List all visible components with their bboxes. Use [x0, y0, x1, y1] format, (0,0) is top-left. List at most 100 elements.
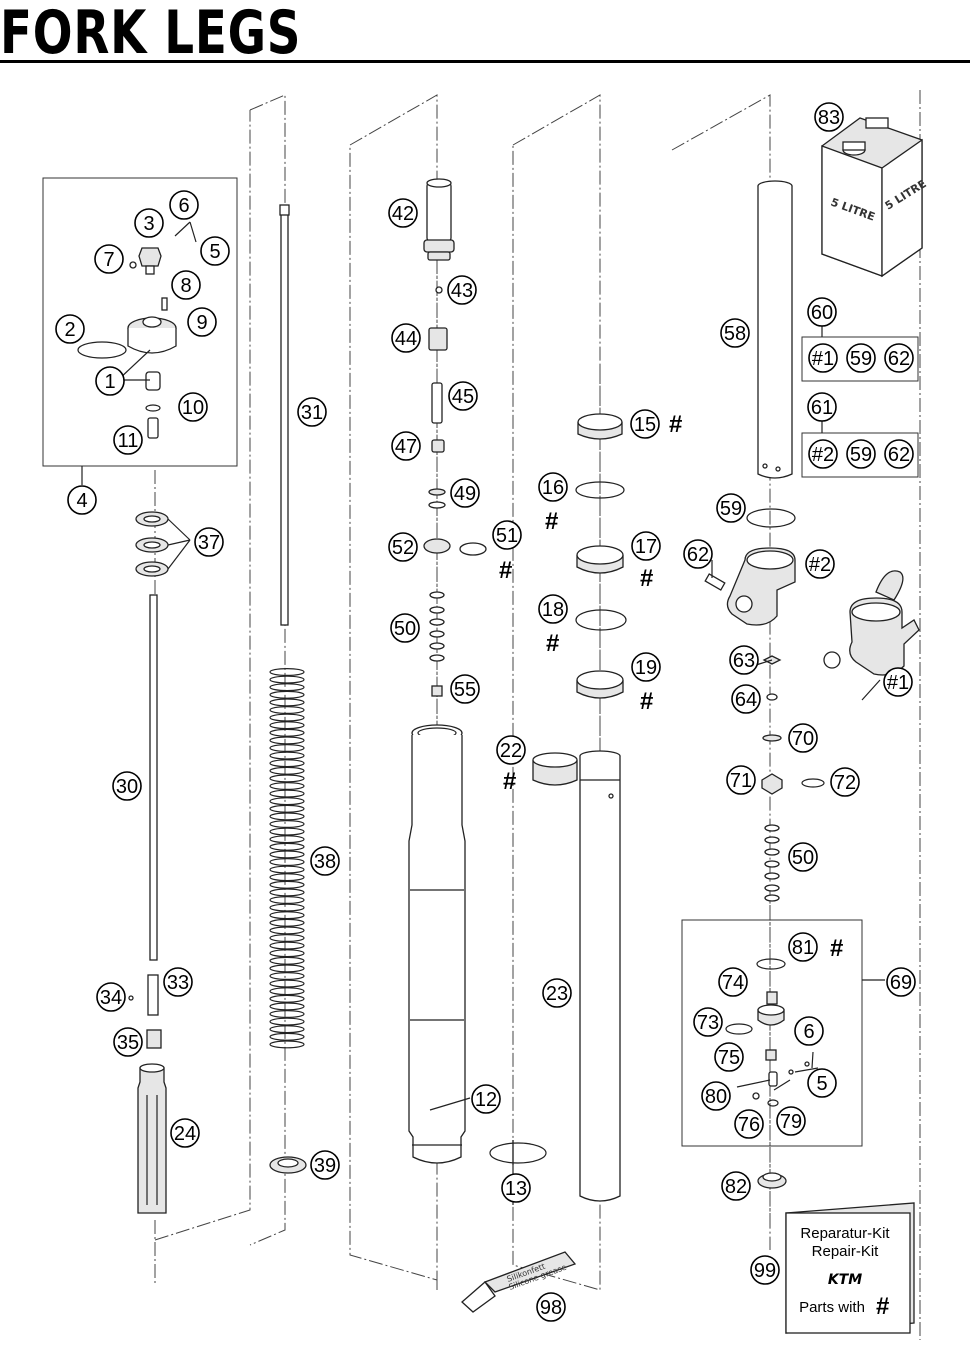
callout-58[interactable]: 58 [720, 318, 750, 348]
callout-16[interactable]: 16 [538, 472, 568, 502]
callout-13[interactable]: 13 [501, 1173, 531, 1203]
callout-80[interactable]: 80 [701, 1081, 731, 1111]
callout-75[interactable]: 75 [714, 1042, 744, 1072]
callout-1[interactable]: 1 [95, 366, 125, 396]
callout-59[interactable]: 59 [846, 343, 876, 373]
callout-number: 64 [735, 689, 757, 711]
callout-55[interactable]: 55 [450, 674, 480, 704]
callout-9[interactable]: 9 [187, 307, 217, 337]
callout-number: 5 [816, 1073, 827, 1095]
callout-44[interactable]: 44 [391, 323, 421, 353]
callout-23[interactable]: 23 [542, 978, 572, 1008]
spring-coil [269, 1002, 305, 1011]
callout-64[interactable]: 64 [731, 684, 761, 714]
callout-number: 75 [718, 1047, 740, 1069]
callout-12[interactable]: 12 [471, 1084, 501, 1114]
spring-coil [269, 994, 305, 1003]
callout-4[interactable]: 4 [67, 485, 97, 515]
callout-number: 59 [850, 348, 872, 370]
callout-kit-2[interactable]: #2 [808, 439, 838, 469]
spring-coil [269, 971, 305, 980]
callout-35[interactable]: 35 [113, 1027, 143, 1057]
callout-99[interactable]: 99 [750, 1255, 780, 1285]
spring-coil [269, 675, 305, 684]
callout-number: 60 [811, 302, 833, 324]
callout-59[interactable]: 59 [846, 439, 876, 469]
callout-69[interactable]: 69 [886, 967, 916, 997]
callout-18[interactable]: 18 [538, 594, 568, 624]
callout-76[interactable]: 76 [734, 1109, 764, 1139]
callout-39[interactable]: 39 [310, 1150, 340, 1180]
callout-3[interactable]: 3 [134, 208, 164, 238]
callout-82[interactable]: 82 [721, 1171, 751, 1201]
spring-coil [269, 903, 305, 912]
callout-30[interactable]: 30 [112, 771, 142, 801]
callout-8[interactable]: 8 [171, 270, 201, 300]
callout-kit-2[interactable]: #2 [805, 549, 835, 579]
callout-50[interactable]: 50 [390, 613, 420, 643]
callout-74[interactable]: 74 [718, 967, 748, 997]
callout-6[interactable]: 6 [794, 1016, 824, 1046]
callout-kit-1[interactable]: #1 [883, 667, 913, 697]
callout-2[interactable]: 2 [55, 314, 85, 344]
callout-number: 3 [143, 213, 154, 235]
callout-5[interactable]: 5 [807, 1068, 837, 1098]
callout-7[interactable]: 7 [94, 244, 124, 274]
callout-number: 76 [738, 1114, 760, 1136]
callout-60[interactable]: 60 [807, 297, 837, 327]
callout-83[interactable]: 83 [814, 102, 844, 132]
callout-22[interactable]: 22 [496, 735, 526, 765]
callout-kit-1[interactable]: #1 [808, 343, 838, 373]
callout-number: 5 [209, 241, 220, 263]
callout-15[interactable]: 15 [630, 409, 660, 439]
leader-lines [773, 679, 881, 1091]
callout-24[interactable]: 24 [170, 1118, 200, 1148]
callout-81[interactable]: 81 [788, 932, 818, 962]
callout-62[interactable]: 62 [884, 439, 914, 469]
callout-98[interactable]: 98 [536, 1292, 566, 1322]
callout-51[interactable]: 51 [492, 520, 522, 550]
callout-71[interactable]: 71 [726, 765, 756, 795]
callout-62[interactable]: 62 [884, 343, 914, 373]
callout-17[interactable]: 17 [631, 531, 661, 561]
callout-19[interactable]: 19 [631, 652, 661, 682]
callout-52[interactable]: 52 [388, 532, 418, 562]
callout-49[interactable]: 49 [450, 478, 480, 508]
callout-11[interactable]: 11 [113, 425, 143, 455]
callout-45[interactable]: 45 [448, 381, 478, 411]
callout-31[interactable]: 31 [297, 397, 327, 427]
callout-79[interactable]: 79 [776, 1106, 806, 1136]
spring-coil [269, 926, 305, 935]
callout-37[interactable]: 37 [194, 527, 224, 557]
callout-59[interactable]: 59 [716, 493, 746, 523]
callout-43[interactable]: 43 [447, 275, 477, 305]
callout-72[interactable]: 72 [830, 767, 860, 797]
spring-coil [269, 766, 305, 775]
callout-10[interactable]: 10 [178, 392, 208, 422]
callout-70[interactable]: 70 [788, 723, 818, 753]
callout-number: 61 [811, 397, 833, 419]
callout-50[interactable]: 50 [788, 842, 818, 872]
kit-part-hash-marker: # [545, 508, 558, 535]
spring-coil [269, 933, 305, 942]
callout-number: 42 [392, 203, 414, 225]
callout-47[interactable]: 47 [391, 431, 421, 461]
callout-73[interactable]: 73 [693, 1007, 723, 1037]
kit-part-hash-marker: # [503, 768, 516, 795]
callout-number: 62 [687, 544, 709, 566]
callout-6[interactable]: 6 [169, 190, 199, 220]
spring-coil [269, 956, 305, 965]
assembly-frames [154, 90, 921, 1340]
callout-38[interactable]: 38 [310, 846, 340, 876]
spring-coil [269, 804, 305, 813]
callout-33[interactable]: 33 [163, 967, 193, 997]
callout-63[interactable]: 63 [729, 645, 759, 675]
page-title: FORK LEGS [0, 0, 302, 68]
callout-61[interactable]: 61 [807, 392, 837, 422]
callout-42[interactable]: 42 [388, 198, 418, 228]
spring-coil [269, 713, 305, 722]
callout-5[interactable]: 5 [200, 236, 230, 266]
callout-34[interactable]: 34 [96, 982, 126, 1012]
callout-62[interactable]: 62 [683, 539, 713, 569]
callout-number: 33 [167, 972, 189, 994]
